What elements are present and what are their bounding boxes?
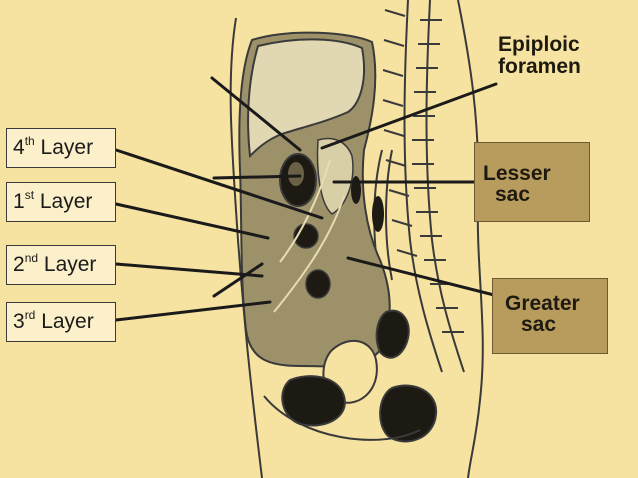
transverse-colon: [305, 269, 331, 299]
layer-4-word: Layer: [40, 136, 94, 159]
rectum: [379, 384, 438, 443]
layer-2-label: 2nd Layer: [6, 245, 116, 285]
liver: [247, 38, 366, 159]
layer-2-number: 2: [13, 253, 25, 276]
layer-2-suffix: nd: [24, 251, 39, 265]
layer-1-suffix: st: [24, 188, 35, 202]
greater-sac-label: Greater sac: [492, 278, 608, 354]
posterior-outline: [457, 0, 484, 478]
epiploic-line2: foramen: [498, 55, 581, 78]
vessel: [372, 196, 384, 232]
layer-1-pointer: [114, 202, 270, 240]
layer-1-word: Layer: [39, 190, 93, 213]
mesentery-line: [273, 195, 345, 313]
greater-pointer: [346, 256, 500, 298]
epiploic-pointer: [320, 82, 498, 150]
sigmoid-colon: [375, 309, 410, 359]
epiploic-foramen-label: Epiploic foramen: [498, 34, 581, 78]
layer-3-number: 3: [13, 310, 25, 333]
greater-line1: Greater: [505, 292, 580, 315]
layer-1-label: 1st Layer: [6, 182, 116, 222]
uterus: [281, 375, 346, 427]
greater-line2: sac: [521, 313, 557, 336]
layer-3-pointer: [114, 300, 272, 322]
lower-oblique-line: [212, 262, 264, 298]
layer-1-number: 1: [13, 190, 25, 213]
epiploic-line1: Epiploic: [498, 33, 580, 56]
middle-short-line: [212, 174, 302, 180]
layer-4-label: 4th Layer: [6, 128, 116, 168]
layer-4-number: 4: [13, 136, 25, 159]
layer-3-word: Layer: [41, 310, 94, 333]
layer-3-suffix: rd: [24, 308, 36, 322]
layer-4-pointer: [114, 148, 324, 220]
body-outline: [229, 17, 263, 478]
layer-4-suffix: th: [24, 134, 35, 148]
lesser-line1: Lesser: [483, 162, 551, 185]
layer-2-word: Layer: [43, 253, 97, 276]
upper-oblique-line: [210, 76, 302, 152]
lesser-sac-label: Lesser sac: [474, 142, 590, 222]
layer-3-label: 3rd Layer: [6, 302, 116, 342]
vertebral-column: [373, 0, 465, 373]
lesser-line2: sac: [495, 183, 531, 206]
layer-2-pointer: [114, 262, 264, 278]
